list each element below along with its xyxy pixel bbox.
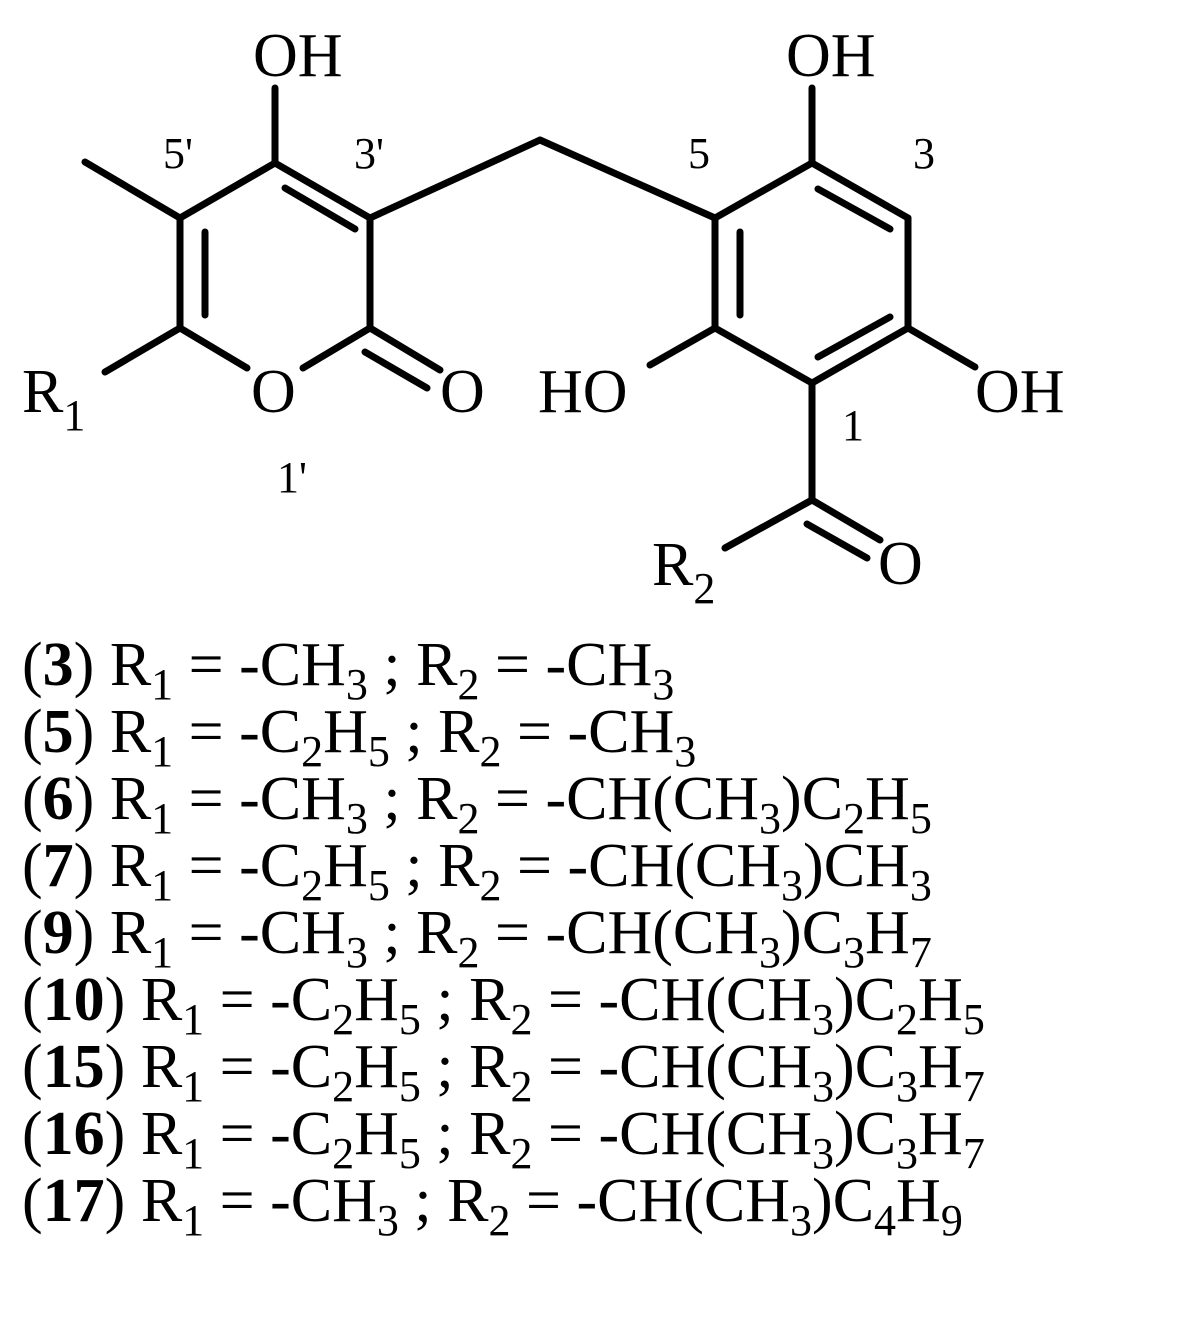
atom-r2: R2 <box>652 531 715 613</box>
atom-ring-o: O <box>251 358 296 426</box>
compound-row-6: (6) R1 = -CH3 ; R2 = -CH(CH3)C2H5 <box>22 765 932 843</box>
bond-c4-c3 <box>808 159 912 222</box>
bond-c4p-c3p <box>271 159 374 222</box>
compound-row-5: (5) R1 = -C2H5 ; R2 = -CH3 <box>22 698 696 776</box>
bond-c1-c6 <box>711 324 816 387</box>
bond-lines <box>81 84 979 562</box>
bond-bridge-right <box>536 136 719 222</box>
bond-c4-c3-double <box>814 185 894 233</box>
bond-c2p-o-a <box>366 324 444 374</box>
atom-ketone-o: O <box>878 530 923 598</box>
position-1-prime: 1' <box>277 453 307 502</box>
bond-c6-oh <box>646 324 719 369</box>
atom-oh-right: OH <box>975 358 1065 426</box>
bond-c2p-o-b <box>361 348 431 392</box>
atom-r1: R1 <box>22 358 85 440</box>
position-3-prime: 3' <box>354 129 384 178</box>
atom-oh-top: OH <box>786 22 876 90</box>
compound-row-15: (15) R1 = -C2H5 ; R2 = -CH(CH3)C3H7 <box>22 1033 985 1111</box>
bond-co-o-a <box>808 496 884 544</box>
position-numbers: 5' 3' 1' 5 3 1 <box>163 129 935 502</box>
compound-row-17: (17) R1 = -CH3 ; R2 = -CH(CH3)C4H9 <box>22 1167 963 1245</box>
compound-row-9: (9) R1 = -CH3 ; R2 = -CH(CH3)C3H7 <box>22 899 932 977</box>
bond-c4p-c3p-double <box>281 184 359 233</box>
bond-c6p-r1 <box>101 324 184 376</box>
compound-row-7: (7) R1 = -C2H5 ; R2 = -CH(CH3)CH3 <box>22 832 932 910</box>
bond-co-o-b <box>803 520 871 562</box>
position-1: 1 <box>842 401 864 450</box>
bond-methyl <box>81 158 184 222</box>
bond-c5-c4 <box>711 159 816 222</box>
position-5: 5 <box>688 129 710 178</box>
compound-row-3: (3) R1 = -CH3 ; R2 = -CH3 <box>22 631 674 709</box>
position-5-prime: 5' <box>163 129 193 178</box>
atom-carbonyl-o: O <box>440 358 485 426</box>
bond-c2-oh <box>904 324 979 371</box>
atom-ho-left: HO <box>538 358 628 426</box>
atom-oh-pyrone: OH <box>253 22 343 90</box>
bond-c2-c1-double <box>814 313 894 361</box>
atom-labels: OH OH O O HO OH O R1 R2 <box>22 22 1065 613</box>
bond-co-r2 <box>721 496 816 552</box>
bond-c5p-c4p <box>176 159 279 222</box>
bond-c2-c1 <box>808 324 912 387</box>
compound-row-16: (16) R1 = -C2H5 ; R2 = -CH(CH3)C3H7 <box>22 1100 985 1178</box>
bond-bridge-left <box>366 136 544 222</box>
bond-o1p-c6p <box>176 324 251 372</box>
compound-list: (3) R1 = -CH3 ; R2 = -CH3(5) R1 = -C2H5 … <box>22 631 985 1245</box>
position-3: 3 <box>913 129 935 178</box>
compound-row-10: (10) R1 = -C2H5 ; R2 = -CH(CH3)C2H5 <box>22 966 985 1044</box>
bond-c2p-o1p <box>299 324 374 372</box>
